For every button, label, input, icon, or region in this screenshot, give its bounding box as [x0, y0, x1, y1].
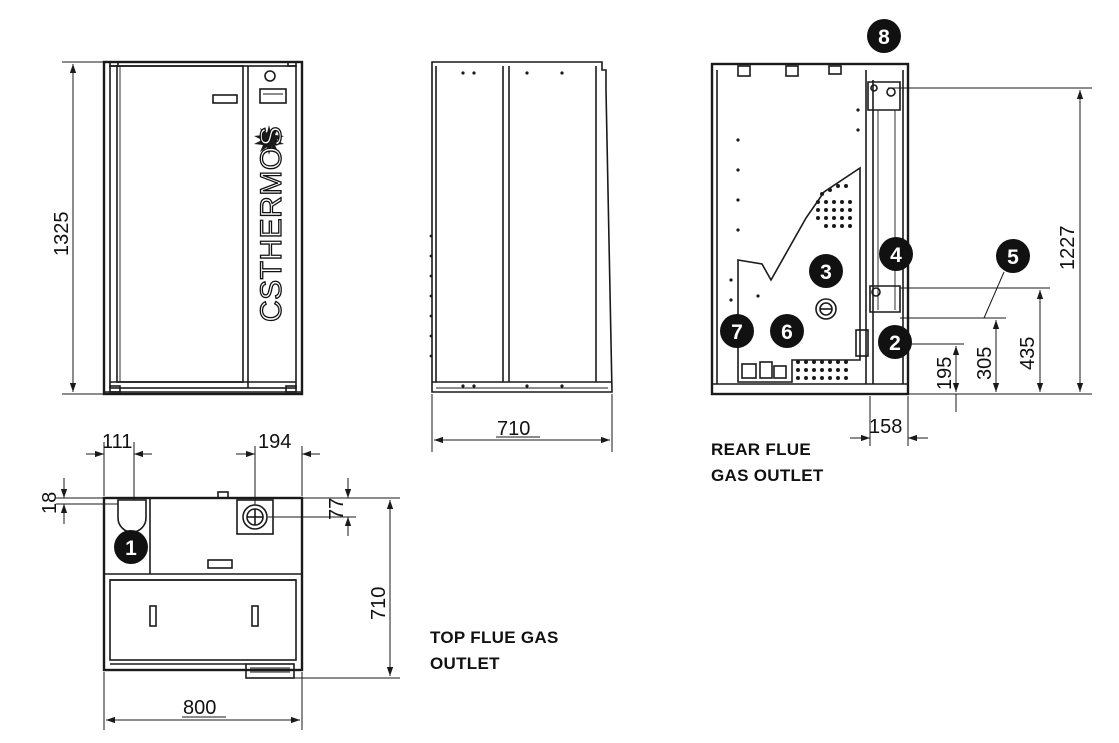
svg-text:3: 3 — [820, 261, 832, 284]
dim-top-111: 111 — [102, 431, 132, 453]
svg-text:7: 7 — [731, 321, 743, 344]
front-view: CSTHERMOS 1325 — [51, 60, 304, 396]
marker-5: 5 — [996, 239, 1030, 273]
dim-top-18: 18 — [39, 492, 61, 514]
dim-front-height: 1325 — [51, 212, 73, 257]
svg-text:5: 5 — [1007, 246, 1019, 269]
side-view: 710 — [429, 61, 613, 452]
svg-text:8: 8 — [878, 26, 890, 49]
svg-text:4: 4 — [890, 244, 902, 267]
dim-top-194: 194 — [258, 431, 291, 453]
marker-1: 1 — [114, 530, 148, 564]
marker-4: 4 — [879, 237, 913, 271]
dim-top-77: 77 — [326, 498, 348, 520]
dim-rear-435: 435 — [1017, 337, 1039, 370]
caption-top-line1: TOP FLUE GAS — [430, 628, 559, 647]
svg-text:6: 6 — [781, 321, 793, 344]
caption-rear-line2: GAS OUTLET — [711, 466, 824, 485]
sun-logo-icon — [254, 125, 284, 155]
rear-view: 1227 435 305 195 158 — [710, 62, 1092, 446]
marker-3: 3 — [809, 254, 843, 288]
marker-2: 2 — [878, 325, 912, 359]
dim-rear-195: 195 — [934, 357, 956, 390]
svg-text:1: 1 — [125, 537, 137, 560]
caption-top-line2: OUTLET — [430, 654, 500, 673]
dim-rear-158: 158 — [869, 416, 902, 438]
dim-top-width: 800 — [183, 697, 216, 719]
dim-rear-height: 1227 — [1057, 226, 1079, 271]
flue-outlet-circle — [815, 298, 837, 320]
marker-8: 8 — [867, 19, 901, 53]
dim-side-width: 710 — [497, 418, 530, 440]
caption-rear-line1: REAR FLUE — [711, 440, 811, 459]
dim-top-depth: 710 — [368, 587, 390, 620]
dim-rear-305: 305 — [974, 347, 996, 380]
top-view: 111 194 18 77 710 800 — [39, 431, 400, 730]
marker-7: 7 — [720, 314, 754, 348]
marker-6: 6 — [770, 314, 804, 348]
svg-text:2: 2 — [889, 332, 901, 355]
brand-logo-text: CSTHERMOS — [255, 126, 288, 322]
